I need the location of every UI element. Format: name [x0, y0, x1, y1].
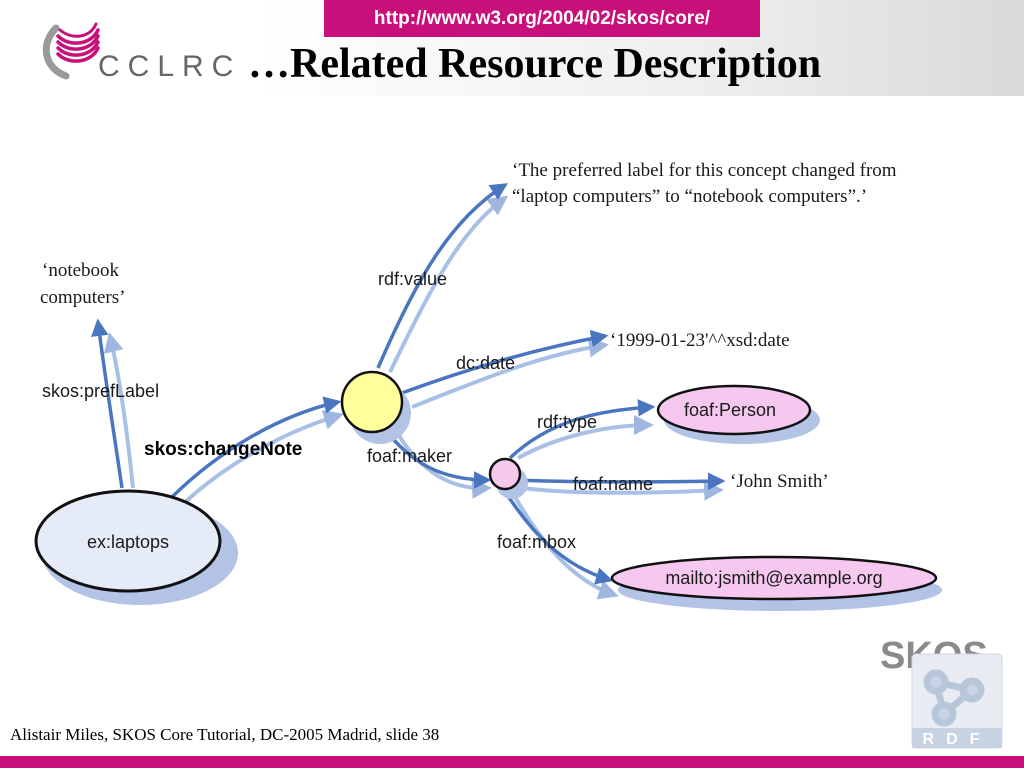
- blank-node-changenote: [340, 370, 404, 434]
- edge-value: [376, 183, 508, 369]
- node-mailto: [610, 555, 938, 601]
- edge-preflabel: [91, 318, 124, 489]
- node-person-label: foaf:Person: [684, 400, 776, 420]
- footer-bar: [0, 756, 1024, 768]
- page-title: …Related Resource Description: [248, 41, 822, 87]
- blank-node-maker: [488, 457, 522, 491]
- node-laptops: [34, 489, 222, 593]
- cclrc-logo: [36, 14, 256, 84]
- edge-label-changenote: skos:changeNote: [144, 439, 302, 460]
- node-mailto-label: mailto:jsmith@example.org: [665, 568, 882, 588]
- edge-label-name: foaf:name: [573, 474, 653, 494]
- edge-label-mbox: foaf:mbox: [497, 532, 576, 552]
- edge-label-maker: foaf:maker: [367, 446, 452, 466]
- edge-label-date: dc:date: [456, 353, 515, 373]
- skos-rdf-logo: SKOS RDF: [878, 630, 1008, 750]
- node-person: [656, 384, 812, 436]
- skos-rdf-icon: SKOS RDF: [880, 635, 1003, 749]
- edges: [91, 183, 726, 585]
- rdf-graph-diagram: ex:laptops foaf:Person mailto:jsmith@exa…: [34, 160, 942, 611]
- cclrc-logo-text: CCLRC: [98, 50, 242, 83]
- node-laptops-label: ex:laptops: [87, 532, 169, 552]
- url-banner[interactable]: http://www.w3.org/2004/02/skos/core/: [324, 0, 760, 37]
- edge-label-value: rdf:value: [378, 269, 447, 289]
- literal-date: ‘1999-01-23'^^xsd:date: [610, 330, 790, 351]
- cclrc-swirl-icon: [42, 22, 100, 80]
- edge-changenote: [170, 396, 342, 499]
- edge-label-type: rdf:type: [537, 412, 597, 432]
- literal-note-line2: “laptop computers” to “notebook computer…: [512, 186, 867, 207]
- literal-john-smith: ‘John Smith’: [730, 471, 829, 492]
- literal-notebook-line2: computers’: [40, 287, 125, 308]
- footer-citation: Alistair Miles, SKOS Core Tutorial, DC-2…: [10, 725, 440, 744]
- literal-notebook-line1: ‘notebook: [42, 260, 120, 281]
- rdf-logo-text: RDF: [923, 731, 992, 748]
- edge-label-preflabel: skos:prefLabel: [42, 381, 159, 401]
- edge-type: [508, 399, 656, 460]
- edge-name: [519, 472, 726, 490]
- edge-date: [401, 329, 609, 395]
- literal-note-line1: ‘The preferred label for this concept ch…: [512, 160, 897, 181]
- edge-mbox: [502, 489, 614, 585]
